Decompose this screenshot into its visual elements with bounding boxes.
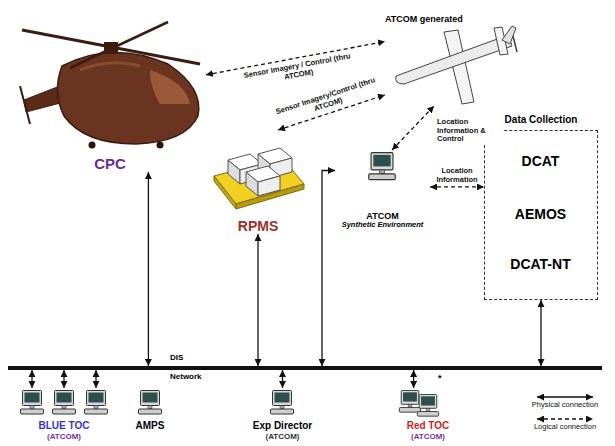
node-label: Exp Director: [253, 420, 312, 432]
workstation-node: Exp Director(ATCOM): [240, 388, 325, 442]
connector-label: Location Information & Control: [436, 118, 502, 144]
legend-sample: [535, 393, 595, 401]
node-label: DIS: [170, 353, 183, 362]
physical-connection: [282, 370, 283, 388]
legend-label: Logical connection: [534, 423, 596, 432]
data-tool: DCAT-NT: [486, 255, 596, 275]
physical-connection: [322, 171, 335, 367]
node-label: AEMOS: [515, 206, 566, 222]
note-mark: *: [438, 373, 442, 383]
logical-connection: [430, 186, 484, 187]
node-label: (ATCOM): [411, 432, 445, 441]
node-label: (ATCOM): [47, 432, 81, 441]
data-collection-box: Data CollectionDCATAEMOSDCAT-NT: [484, 130, 598, 300]
data-tool: DCAT: [486, 152, 596, 172]
helicopter-node: CPC: [14, 10, 206, 172]
physical-connection: [413, 370, 414, 388]
legend: Physical connectionLogical connection: [522, 393, 608, 436]
node-label: RPMS: [238, 218, 278, 234]
node-label: ATCOM generated: [385, 14, 463, 24]
node-label: Red TOC: [407, 420, 450, 432]
workstation-group: BLUE TOC(ATCOM): [12, 388, 116, 442]
rpms-illustration: [214, 148, 304, 209]
helicopter-illustration: [20, 22, 200, 149]
workstation-node: AMPS: [128, 388, 172, 442]
physical-connection: [95, 370, 96, 388]
legend-label: Physical connection: [532, 401, 598, 410]
legend-item: Physical connection: [522, 393, 608, 410]
node-label: Network: [170, 372, 202, 381]
node-label: DCAT-NT: [510, 256, 570, 272]
physical-connection: [257, 234, 258, 366]
connector-label: Sensor Imagery / Control (thru ATCOM): [240, 52, 355, 90]
node-label: CPC: [94, 155, 126, 172]
workstation-node: ATCOMSynthetic Environment: [335, 150, 430, 232]
node-label: ATCOM: [366, 211, 398, 221]
connector-label: Sensor Imagery/Control (thru ATCOM): [271, 74, 385, 126]
node-label: AMPS: [136, 420, 165, 432]
legend-item: Logical connection: [522, 415, 608, 432]
node-label: BLUE TOC: [39, 420, 90, 432]
legend-sample: [535, 415, 595, 423]
rpms-node: RPMS: [208, 130, 308, 234]
aircraft-node: ATCOM generated: [385, 14, 525, 106]
network-bus: DISNetwork: [8, 366, 602, 370]
workstation-group: Red TOC(ATCOM): [392, 388, 464, 442]
uav-illustration: [396, 26, 517, 104]
physical-connection: [63, 370, 64, 388]
node-label: Synthetic Environment: [342, 221, 424, 230]
node-label: (ATCOM): [265, 432, 299, 441]
logical-connection: [392, 106, 434, 150]
computer-icons: [21, 153, 439, 417]
connector-label: Location Information: [431, 167, 483, 184]
physical-connection: [540, 300, 541, 366]
physical-connection: [31, 370, 32, 388]
data-tool: AEMOS: [486, 205, 596, 225]
node-label: DCAT: [522, 153, 560, 169]
physical-connection: [148, 172, 149, 366]
